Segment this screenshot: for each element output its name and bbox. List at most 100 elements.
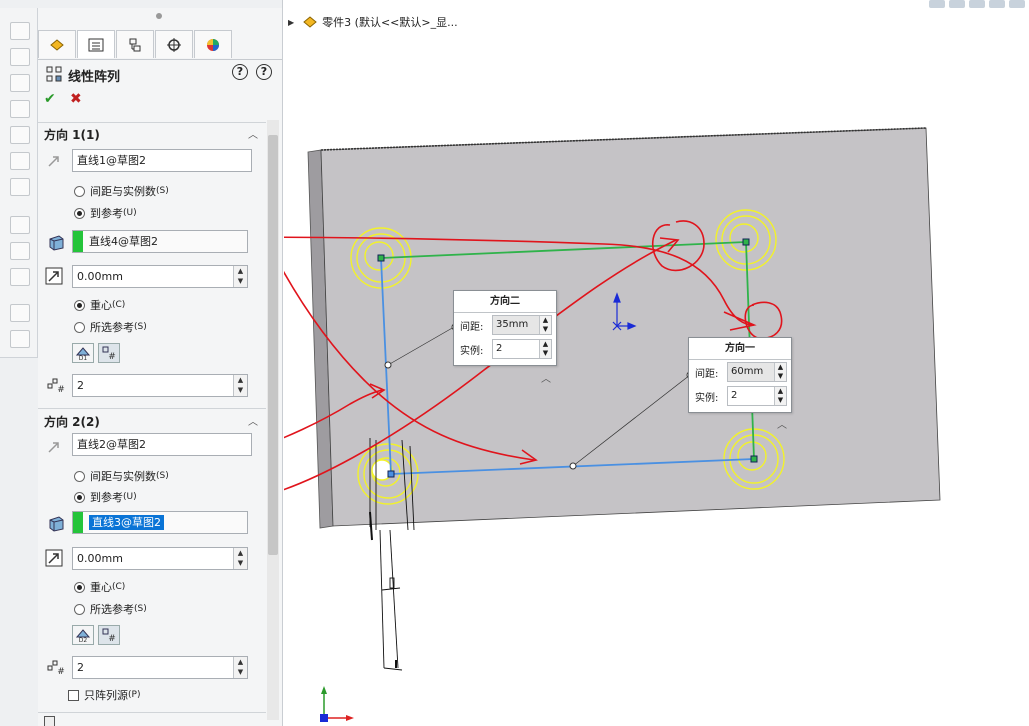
callout-title: 方向二 xyxy=(454,291,556,313)
pattern-grid-button[interactable]: # xyxy=(98,343,120,363)
scrollbar-thumb[interactable] xyxy=(268,135,278,555)
direction1-radio-selected[interactable]: 所选参考(S) xyxy=(74,319,147,335)
direction2-title: 方向 2(2) xyxy=(44,415,100,429)
ok-check-icon[interactable]: ✔ xyxy=(44,91,56,107)
tool-icon[interactable] xyxy=(10,242,30,260)
linear-pattern-icon xyxy=(46,66,62,82)
spacing-input[interactable]: 60mm▲▼ xyxy=(727,362,787,382)
instances-value: 2 xyxy=(731,390,738,401)
divider xyxy=(38,408,266,409)
sketch-point[interactable] xyxy=(750,455,758,463)
direction2-radio-selected[interactable]: 所选参考(S) xyxy=(74,601,147,617)
section-view-icon[interactable] xyxy=(989,0,1005,8)
direction2-ref-field[interactable]: 直线2@草图2 xyxy=(72,433,252,456)
seed-reference-d1-button[interactable]: D1 xyxy=(72,343,94,363)
checkbox-label: 只阵列源 xyxy=(84,689,128,702)
callout-title: 方向一 xyxy=(689,338,791,360)
tool-icon[interactable] xyxy=(10,268,30,286)
zoom-area-icon[interactable] xyxy=(949,0,965,8)
collapse-chevron-icon[interactable]: ︿ xyxy=(248,417,258,428)
direction2-reference-text: 直线3@草图2 xyxy=(89,515,164,530)
tab-dimxpert[interactable] xyxy=(155,30,193,58)
view-cube-icon[interactable] xyxy=(10,152,30,170)
direction1-radio-upto[interactable]: 到参考(U) xyxy=(74,205,137,221)
radio-key: (U) xyxy=(123,208,137,218)
help-icon[interactable]: ? xyxy=(256,64,272,80)
view-cube-icon[interactable] xyxy=(10,74,30,92)
callout-spacing-row: 间距: 35mm▲▼ xyxy=(454,313,556,337)
direction1-offset-field[interactable]: 0.00mm▲▼ xyxy=(72,265,248,288)
svg-text:D2: D2 xyxy=(79,637,88,643)
expand-arrow-icon[interactable]: ▶ xyxy=(288,17,295,27)
view-cube-icon[interactable] xyxy=(10,126,30,144)
collapse-chevron-icon[interactable]: ︿ xyxy=(777,420,787,431)
seed-reference-d2-button[interactable]: D2 xyxy=(72,625,94,645)
view-cube-icon[interactable] xyxy=(10,48,30,66)
direction1-callout[interactable]: 方向一 间距: 60mm▲▼ 实例: 2▲▼ xyxy=(688,337,792,413)
direction2-radio-spacing[interactable]: 间距与实例数(S) xyxy=(74,468,169,484)
sketch-point[interactable] xyxy=(377,254,385,262)
tab-appearance[interactable] xyxy=(194,30,232,58)
spacing-value: 35mm xyxy=(496,319,529,330)
reference-icon xyxy=(46,513,66,533)
direction2-radio-upto[interactable]: 到参考(U) xyxy=(74,489,137,505)
direction-arrow-icon[interactable] xyxy=(44,151,64,171)
direction1-radio-centroid[interactable]: 重心(C) xyxy=(74,297,125,313)
tool-icon[interactable] xyxy=(10,304,30,322)
instances-icon: # xyxy=(46,657,66,677)
direction1-offset-text: 0.00mm xyxy=(77,270,123,283)
sketch-point[interactable] xyxy=(387,470,395,478)
d1-seed-icon: D1 xyxy=(75,347,91,361)
leader-anchor xyxy=(384,361,392,369)
view-orientation-icon[interactable] xyxy=(1009,0,1025,8)
svg-text:D1: D1 xyxy=(79,355,88,361)
tool-icon[interactable] xyxy=(10,216,30,234)
breadcrumb-text: 零件3 (默认<<默认>_显... xyxy=(322,16,458,29)
direction2-radio-centroid[interactable]: 重心(C) xyxy=(74,579,125,595)
direction-arrow-icon[interactable] xyxy=(44,437,64,457)
hole-top-left[interactable] xyxy=(350,227,412,289)
instances-input[interactable]: 2▲▼ xyxy=(492,339,552,359)
callout-leader xyxy=(572,374,691,467)
collapse-chevron-icon[interactable]: ︿ xyxy=(248,130,258,141)
sketch-line-4[interactable] xyxy=(380,241,747,259)
plate-top-edge xyxy=(320,127,927,151)
grip-dot[interactable] xyxy=(156,13,162,19)
pattern-grid-button[interactable]: # xyxy=(98,625,120,645)
d2-seed-icon: D2 xyxy=(75,629,91,643)
direction1-radio-spacing[interactable]: 间距与实例数(S) xyxy=(74,183,169,199)
manager-tabs xyxy=(38,30,282,60)
direction2-reference-field[interactable]: 直线3@草图2 xyxy=(72,511,248,534)
direction2-offset-field[interactable]: 0.00mm▲▼ xyxy=(72,547,248,570)
direction1-reference-field[interactable]: 直线4@草图2 xyxy=(72,230,248,253)
radio-key: (S) xyxy=(134,322,147,332)
view-cube-icon[interactable] xyxy=(10,22,30,40)
instances-input[interactable]: 2▲▼ xyxy=(727,386,787,406)
sketch-point[interactable] xyxy=(742,238,750,246)
direction2-instances-field[interactable]: 2▲▼ xyxy=(72,656,248,679)
view-cube-icon[interactable] xyxy=(10,100,30,118)
tab-propertymanager[interactable] xyxy=(77,30,115,58)
tab-featuremanager[interactable] xyxy=(38,30,76,58)
previous-view-icon[interactable] xyxy=(969,0,985,8)
tab-configurationmanager[interactable] xyxy=(116,30,154,58)
tool-icon[interactable] xyxy=(10,330,30,348)
next-section-checkbox[interactable] xyxy=(44,716,60,726)
collapse-chevron-icon[interactable]: ︿ xyxy=(541,374,551,385)
spacing-input[interactable]: 35mm▲▼ xyxy=(492,315,552,335)
propertymanager-icon xyxy=(88,38,104,51)
instances-label: 实例: xyxy=(695,393,719,404)
feature-tree-breadcrumb[interactable]: ▶ 零件3 (默认<<默认>_显... xyxy=(288,14,458,30)
featuremanager-icon xyxy=(50,38,64,51)
direction1-instances-field[interactable]: 2▲▼ xyxy=(72,374,248,397)
zoom-fit-icon[interactable] xyxy=(929,0,945,8)
seed-only-checkbox[interactable]: 只阵列源(P) xyxy=(68,687,140,703)
view-cube-icon[interactable] xyxy=(10,178,30,196)
direction2-callout[interactable]: 方向二 间距: 35mm▲▼ 实例: 2▲▼ xyxy=(453,290,557,366)
radio-label: 间距与实例数 xyxy=(90,185,156,198)
grid-hash-icon: # xyxy=(102,628,116,643)
cancel-x-icon[interactable]: ✖ xyxy=(70,91,82,107)
help-tips-icon[interactable]: ? xyxy=(232,64,248,80)
hole-top-right[interactable] xyxy=(715,209,777,271)
direction1-ref-field[interactable]: 直线1@草图2 xyxy=(72,149,252,172)
